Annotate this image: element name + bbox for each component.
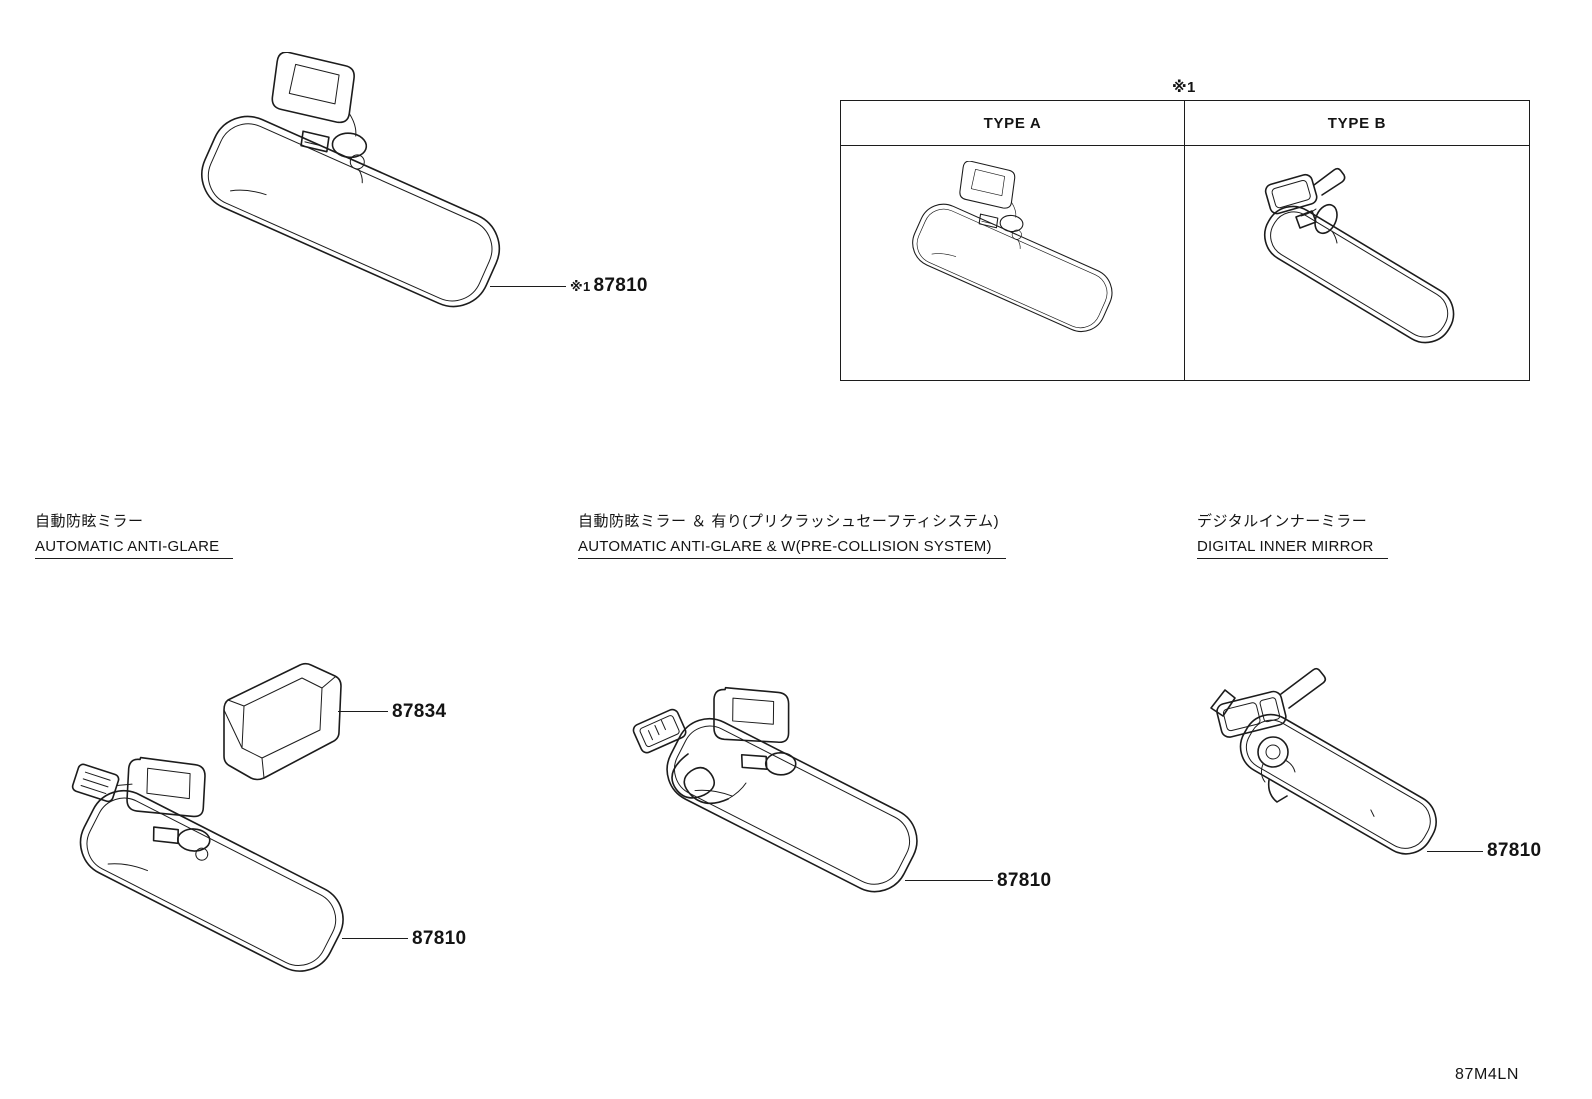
callout-precollision-mirror: 87810 — [997, 870, 1051, 892]
section-digital-title-jp: デジタルインナーミラー — [1197, 513, 1368, 530]
section-digital-title-en: DIGITAL INNER MIRROR — [1197, 538, 1388, 559]
main-mirror-illustration — [201, 52, 501, 308]
type-b-mirror-illustration — [1263, 167, 1454, 344]
callout-cover-bracket: 87834 — [392, 701, 446, 723]
callout-bracket-part: 87834 — [392, 701, 447, 722]
callout-main-part: 87810 — [593, 275, 648, 296]
leader-line-precollision — [905, 880, 993, 881]
callout-main-ref: ※1 — [570, 279, 591, 294]
section-precollision-title-en: AUTOMATIC ANTI-GLARE & W(PRE-COLLISION S… — [578, 538, 1006, 559]
type-b-column: TYPE B — [1185, 101, 1529, 380]
type-b-cell — [1185, 146, 1529, 380]
type-a-cell — [841, 146, 1184, 380]
antiglare-mirror-illustration — [71, 756, 344, 972]
diagram-code: 87M4LN — [1455, 1066, 1520, 1083]
section-antiglare-title-jp: 自動防眩ミラー — [35, 513, 144, 530]
section-antiglare-title-en: AUTOMATIC ANTI-GLARE — [35, 538, 234, 559]
callout-antiglare-mirror: 87810 — [412, 928, 466, 950]
section-precollision-title-jp: 自動防眩ミラー ＆ 有り(プリクラッシュセーフティシステム) — [578, 513, 1000, 530]
leader-line-antiglare — [342, 938, 408, 939]
callout-digital-part: 87810 — [1487, 840, 1542, 861]
leader-line-digital — [1427, 851, 1483, 852]
cover-bracket-illustration — [223, 662, 342, 781]
section-digital-heading: デジタルインナーミラー DIGITAL INNER MIRROR — [1197, 510, 1388, 559]
callout-digital-mirror: 87810 — [1487, 840, 1541, 862]
leader-line-main — [490, 286, 566, 287]
type-a-column: TYPE A — [841, 101, 1185, 380]
type-a-mirror-illustration — [911, 160, 1112, 332]
table-ref-note: ※1 — [1172, 79, 1196, 96]
callout-antiglare-part: 87810 — [412, 928, 467, 949]
section-antiglare-heading: 自動防眩ミラー AUTOMATIC ANTI-GLARE — [35, 510, 234, 559]
type-a-header: TYPE A — [841, 101, 1184, 146]
section-precollision-heading: 自動防眩ミラー ＆ 有り(プリクラッシュセーフティシステム) AUTOMATIC… — [578, 510, 1006, 559]
type-b-header: TYPE B — [1185, 101, 1529, 146]
type-variant-table: TYPE A — [840, 100, 1530, 381]
digital-mirror-illustration — [1210, 667, 1437, 855]
precollision-mirror-illustration — [632, 686, 918, 893]
callout-precollision-part: 87810 — [997, 870, 1052, 891]
leader-line-bracket — [338, 711, 388, 712]
